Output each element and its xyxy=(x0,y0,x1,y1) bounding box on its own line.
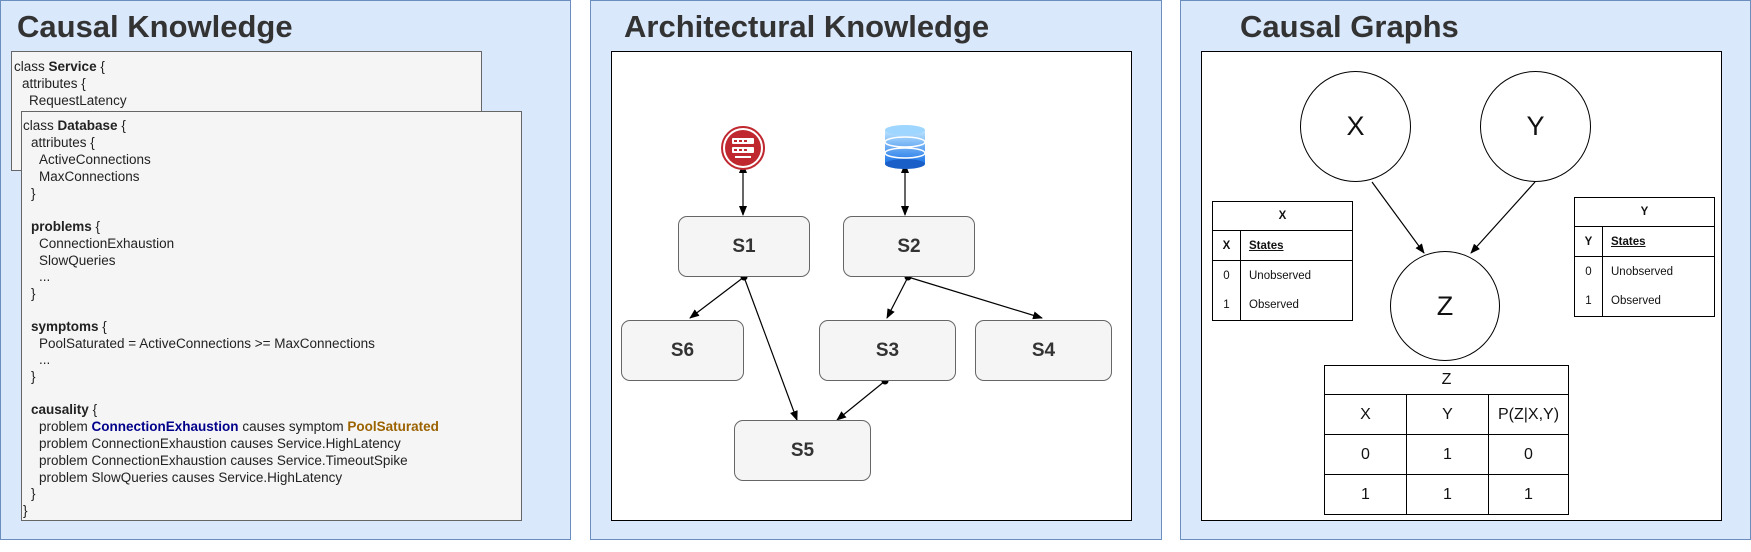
table-y-cell: 0 xyxy=(1574,256,1603,287)
edge-s2-s3 xyxy=(886,276,909,319)
table-y-cell: Observed xyxy=(1602,286,1715,317)
problem-item: ConnectionExhaustion xyxy=(39,236,175,251)
edge-s2-s4 xyxy=(907,276,1043,320)
service-node-s3[interactable]: S3 xyxy=(819,320,956,381)
symptom-item: PoolSaturated = ActiveConnections >= Max… xyxy=(39,336,375,351)
causality-rule-highlighted: problem ConnectionExhaustion causes symp… xyxy=(39,419,439,434)
service-node-s6[interactable]: S6 xyxy=(621,320,744,381)
highlighted-symptom: PoolSaturated xyxy=(347,419,439,434)
database-icon xyxy=(884,125,926,169)
table-z-header: X xyxy=(1324,394,1407,435)
causality-rule: problem ConnectionExhaustion causes Serv… xyxy=(39,436,401,451)
causality-rule: problem ConnectionExhaustion causes Serv… xyxy=(39,453,408,468)
table-z-cell: 0 xyxy=(1324,434,1407,475)
closing-brace: } xyxy=(31,486,36,501)
edge-s1-s5 xyxy=(743,276,798,421)
causality-rule: problem SlowQueries causes Service.HighL… xyxy=(39,470,343,485)
table-z-cell: 1 xyxy=(1406,434,1489,475)
symptom-item: ... xyxy=(39,352,51,367)
problems-header: problems { xyxy=(31,219,101,234)
service-node-s2[interactable]: S2 xyxy=(843,216,975,277)
table-y-header: Y xyxy=(1574,226,1603,257)
server-icon xyxy=(721,126,765,170)
table-x-cell: 1 xyxy=(1212,290,1241,321)
table-x-cell: Observed xyxy=(1240,290,1353,321)
edge-s3-s5 xyxy=(836,380,886,421)
causality-header: causality { xyxy=(31,402,98,417)
causal-graph-edges xyxy=(1371,181,1536,254)
table-z-cell: 1 xyxy=(1488,474,1569,515)
service-node-s5[interactable]: S5 xyxy=(734,420,871,481)
table-x: X X States 0 Unobserved 1 Observed xyxy=(1212,201,1353,321)
table-y: Y Y States 0 Unobserved 1 Observed xyxy=(1574,197,1715,317)
architecture-edges xyxy=(689,125,1043,421)
table-z-header: Y xyxy=(1406,394,1489,435)
service-node-s1[interactable]: S1 xyxy=(678,216,810,277)
database-class-name: Database xyxy=(57,118,118,133)
graph-node-z[interactable]: Z xyxy=(1390,251,1500,361)
highlighted-problem: ConnectionExhaustion xyxy=(91,419,239,434)
table-y-header: States xyxy=(1602,226,1715,257)
causal-graphs-panel: Causal Graphs X Y Z X X States 0 Unobser… xyxy=(1180,0,1751,540)
architectural-knowledge-title: Architectural Knowledge xyxy=(624,9,990,44)
table-x-cell: Unobserved xyxy=(1240,260,1353,291)
closing-brace: } xyxy=(31,369,36,384)
service-attribute: RequestLatency xyxy=(29,93,127,108)
closing-brace: } xyxy=(23,503,28,518)
database-attributes-header: attributes { xyxy=(31,135,95,150)
table-x-header: X xyxy=(1212,230,1241,261)
table-z-title: Z xyxy=(1324,365,1569,395)
table-y-cell: Unobserved xyxy=(1602,256,1715,287)
service-node-s4[interactable]: S4 xyxy=(975,320,1112,381)
symptoms-header: symptoms { xyxy=(31,319,107,334)
causal-graph-canvas: X Y Z X X States 0 Unobserved 1 Observed… xyxy=(1201,51,1722,521)
database-class-header: class Database { xyxy=(23,118,126,133)
causal-knowledge-title: Causal Knowledge xyxy=(17,9,293,44)
table-z: Z X Y P(Z|X,Y) 0 1 0 1 1 1 xyxy=(1324,365,1569,515)
graph-node-y[interactable]: Y xyxy=(1480,71,1591,182)
database-class-card: class Database { attributes { ActiveConn… xyxy=(21,111,522,521)
table-x-title: X xyxy=(1212,201,1353,231)
table-x-header: States xyxy=(1240,230,1353,261)
table-x-cell: 0 xyxy=(1212,260,1241,291)
service-class-header: class Service { xyxy=(14,59,105,74)
edge-s1-s6 xyxy=(689,276,745,319)
table-z-cell: 1 xyxy=(1406,474,1489,515)
attribute-item: MaxConnections xyxy=(39,169,140,184)
causal-graphs-title: Causal Graphs xyxy=(1240,9,1459,44)
architectural-knowledge-panel: Architectural Knowledge xyxy=(590,0,1162,540)
service-class-name: Service xyxy=(48,59,97,74)
causal-knowledge-panel: Causal Knowledge class Service { attribu… xyxy=(0,0,571,540)
table-z-cell: 0 xyxy=(1488,434,1569,475)
closing-brace: } xyxy=(31,186,36,201)
closing-brace: } xyxy=(31,286,36,301)
problem-item: SlowQueries xyxy=(39,253,116,268)
attribute-item: ActiveConnections xyxy=(39,152,151,167)
table-z-cell: 1 xyxy=(1324,474,1407,515)
problem-item: ... xyxy=(39,269,51,284)
edge-x-z xyxy=(1371,181,1425,254)
table-y-title: Y xyxy=(1574,197,1715,227)
table-z-header: P(Z|X,Y) xyxy=(1488,394,1569,435)
table-y-cell: 1 xyxy=(1574,286,1603,317)
edge-y-z xyxy=(1470,181,1536,254)
architecture-canvas: S1 S2 S6 S3 S4 S5 xyxy=(611,51,1132,521)
service-attributes-header: attributes { xyxy=(22,76,86,91)
graph-node-x[interactable]: X xyxy=(1300,71,1411,182)
